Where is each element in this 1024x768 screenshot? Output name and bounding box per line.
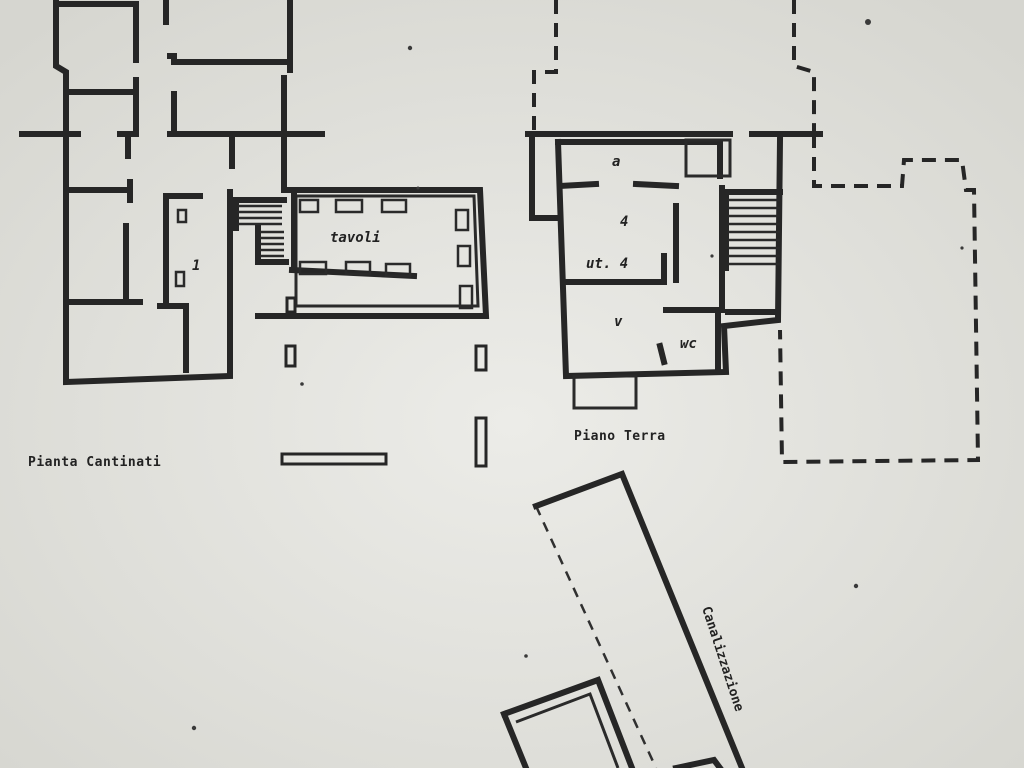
diagonal-block-corner bbox=[672, 756, 724, 768]
ground-floor-entrance-step bbox=[572, 374, 638, 410]
upper-room-letter: a bbox=[612, 154, 620, 170]
ground-floor-closet bbox=[684, 138, 732, 178]
toilet-label: wc bbox=[680, 336, 697, 352]
tables-room-wall bbox=[255, 187, 490, 319]
upper-room-number: 4 bbox=[620, 214, 628, 230]
ground-floor-upper-outline bbox=[532, 0, 816, 134]
basement-plan: tavoli 1 Pianta Cantinati bbox=[19, 0, 490, 470]
ground-floor-inner-wall bbox=[555, 139, 779, 375]
ground-floor-outer-wall bbox=[529, 133, 784, 380]
basement-left-room-wall bbox=[163, 189, 233, 321]
basement-room-number: 1 bbox=[192, 258, 200, 274]
ground-floor-stairs bbox=[723, 189, 783, 271]
basement-piers bbox=[280, 296, 488, 468]
basement-top-wall-right bbox=[163, 0, 293, 73]
table-furniture bbox=[174, 198, 474, 310]
storage-room-label: v bbox=[614, 314, 623, 330]
basement-inner-walls bbox=[67, 53, 287, 373]
diagonal-block-dashed-edge bbox=[534, 505, 658, 768]
diagonal-block-inner-box-line bbox=[515, 692, 620, 768]
utility-room-label: ut. 4 bbox=[586, 256, 628, 272]
ground-floor-plan-caption: Piano Terra bbox=[574, 429, 666, 444]
diagonal-block-outline bbox=[532, 470, 746, 768]
tables-room-label: tavoli bbox=[330, 230, 381, 246]
ground-floor-plan: a 4 ut. 4 v wc Piano Terra bbox=[525, 0, 981, 465]
basement-stairs bbox=[233, 197, 289, 265]
ground-floor-annex-outline bbox=[778, 134, 981, 465]
basement-top-wall-left bbox=[53, 1, 139, 63]
basement-plan-caption: Pianta Cantinati bbox=[28, 455, 161, 470]
basement-outer-wall bbox=[53, 0, 233, 386]
diagonal-block-inner-box bbox=[500, 676, 636, 768]
paper-specks bbox=[191, 19, 964, 731]
